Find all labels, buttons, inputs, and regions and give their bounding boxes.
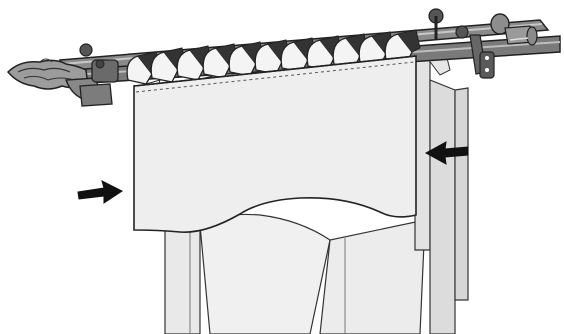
valance-panel <box>134 56 416 232</box>
sheer-curtain-right <box>415 50 468 334</box>
arrow-right-icon <box>78 181 122 203</box>
